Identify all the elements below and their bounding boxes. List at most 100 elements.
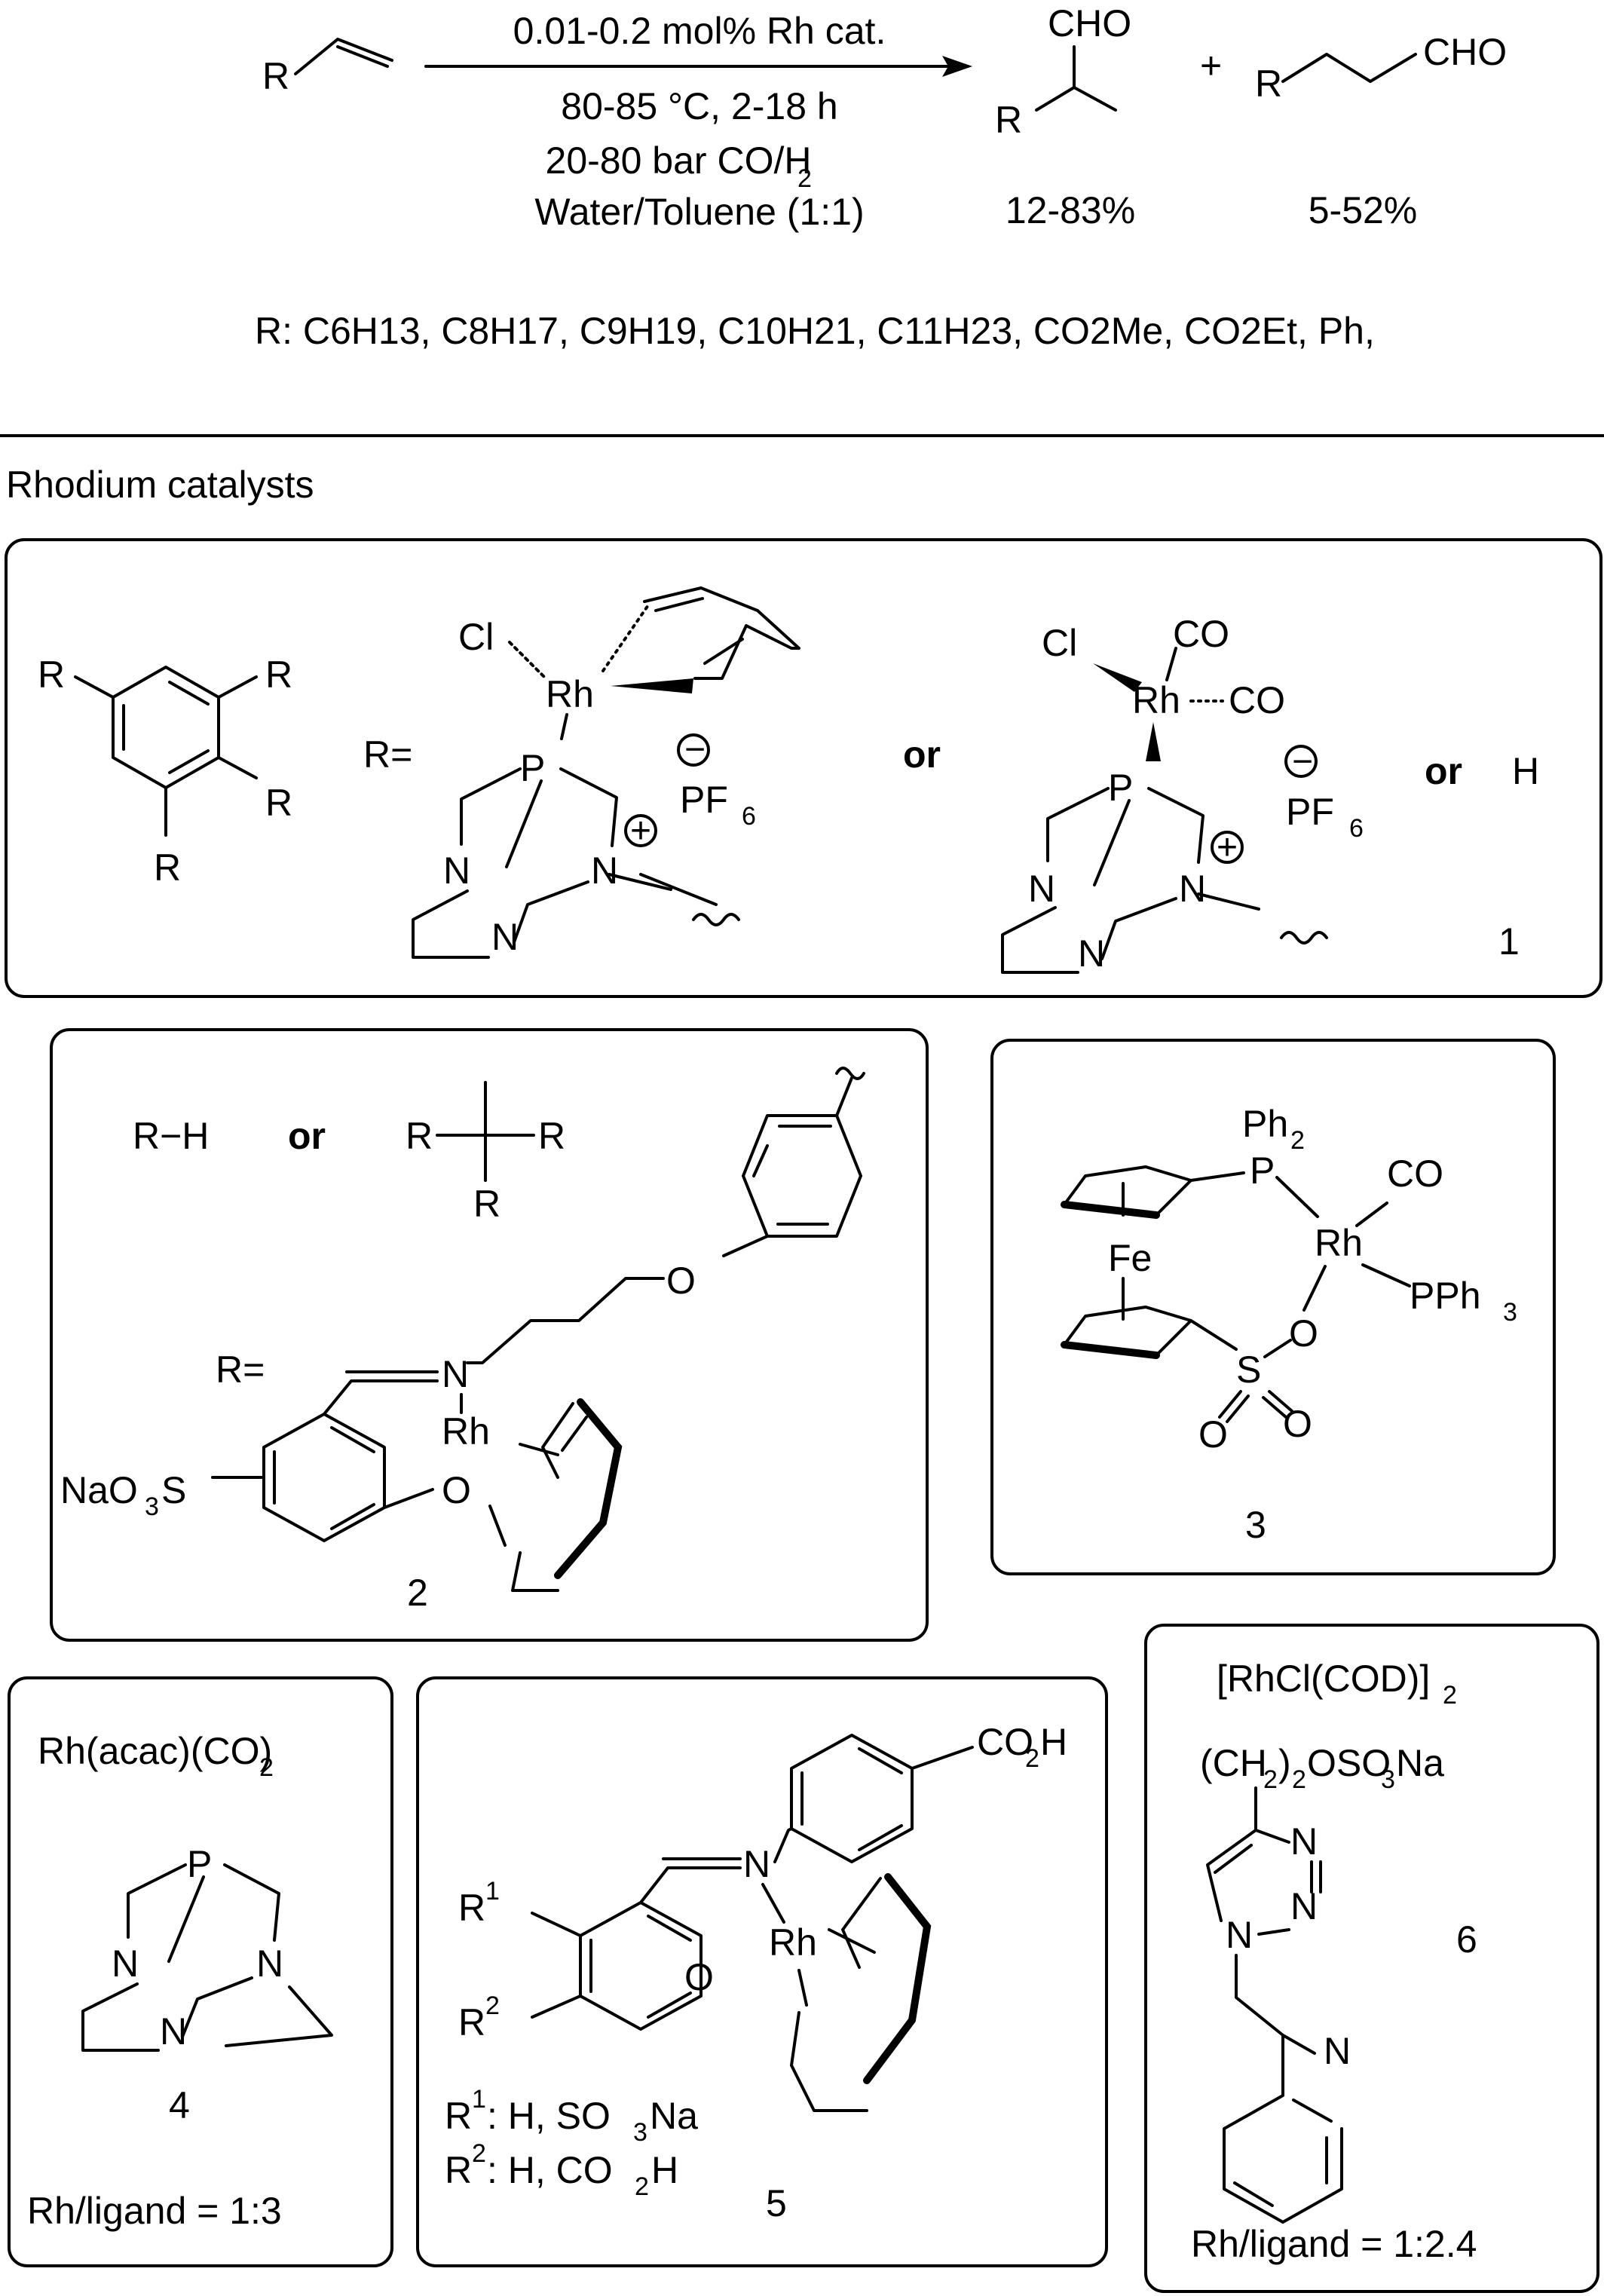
imine-nitrogen: N [442,1353,469,1395]
anion-minus-2: − [1292,742,1313,782]
ratio-cat6: Rh/ligand = 1:2.4 [1191,2223,1477,2265]
phosphorus-label-cat4: P [187,1843,212,1885]
tripodal-r-right: R [538,1115,565,1157]
rh-cl-wedge-2 [1093,663,1142,692]
ratio-cat4: Rh/ligand = 1:3 [27,2190,282,2232]
methylene-linker [1235,1954,1284,2037]
catalyst-5-box [416,1676,1108,2267]
carbonyl-label-2a: CO [1173,613,1229,655]
phenolate-oxygen-cat5: O [684,1956,714,1998]
branched-cho-label: CHO [1048,2,1131,44]
anion-charge-2 [1284,745,1318,778]
triazole-n-bonds [1257,1860,1322,1936]
pf6-subscript-2: 6 [1349,814,1364,843]
conditions-pressure: 20-80 bar CO/H [546,139,812,182]
r-group-list: R: C6H13, C8H17, C9H19, C10H21, C11H23, … [255,310,1375,352]
n-rh-bond-cat5 [761,1883,785,1924]
catalyst-3-panel: Ph 2 P Rh CO PPh 3 O Fe S O O 3 [990,1039,1556,1575]
triazole-ring [1206,1786,1290,1922]
benzene-r-4: R [154,846,181,889]
catalyst-5-panel: CO 2 H N Rh O R 1 R 2 R 1 : H, SO 3 Na R… [416,1676,1108,2267]
r2-legend-subscript: 2 [635,2172,649,2201]
rh-cod-bonds-cat5 [797,1928,876,2007]
phosphorus-label-cat3: P [1250,1150,1275,1192]
aniline-bond [773,1827,793,1863]
rh-p-bond-1 [560,713,568,740]
wavy-bond-2 [1280,931,1328,944]
imine-nitrogen-cat5: N [743,1843,770,1885]
pta-cage-bonds-1 [412,767,672,959]
benzene-substituent-bonds [74,675,258,837]
section-title: Rhodium catalysts [6,464,314,506]
iron-label: Fe [1108,1237,1152,1279]
plus-sign: + [1200,44,1222,87]
catalyst-6-panel: [RhCl(COD)] 2 (CH 2 ) 2 OSO 3 Na N N N N… [1144,1624,1599,2293]
r2-legend-superscript: 2 [472,2139,486,2168]
carbonyl-label-cat3: CO [1387,1153,1443,1195]
cod-double-bonds-1 [654,597,744,665]
catalyst-2-box [50,1028,929,1642]
benzoic-ring [790,1734,914,1863]
chain-part-d: Na [1396,1742,1444,1784]
rh-acac-co-label: Rh(acac)(CO) [38,1730,272,1772]
r-h-label: R−H [133,1115,209,1157]
branched-r-label: R [995,99,1022,141]
catalyst-6-number: 6 [1456,1918,1477,1961]
nitrogen-4b: N [256,1942,283,1985]
benzene-r-3: R [265,782,292,824]
r-equals-label: R= [363,733,412,776]
imine-bonds [323,1370,439,1416]
carboxyl-h-top: H [1040,1721,1067,1763]
catalyst-3-box [990,1039,1556,1575]
pta-cage-bonds-cat4 [81,1863,280,2052]
pph3-label: PPh [1410,1275,1481,1317]
carboxyl-label-top: CO [977,1721,1033,1763]
pta-cage-bonds-cat4b [225,1985,333,2047]
sulfonyl-bonds [1218,1339,1293,1423]
or-label-2: or [1425,750,1462,792]
rhodium-label-cat2: Rh [442,1410,490,1453]
rhodium-label-1: Rh [546,673,594,715]
yield-branched: 12-83% [1006,189,1135,231]
sulfur-label-cat3: S [1236,1349,1261,1391]
wavy-bond-1 [692,913,740,926]
carboxyl-subscript-top: 2 [1025,1744,1039,1773]
conditions-solvent: Water/Toluene (1:1) [534,191,864,233]
rhodium-label-cat3: Rh [1315,1222,1363,1264]
chloride-label-1: Cl [458,616,494,658]
ph2-subscript: 2 [1290,1126,1305,1155]
propyl-chain [466,1277,665,1364]
sulfur-label: S [161,1469,186,1511]
chain-sub-b: 2 [1292,1765,1306,1794]
rh-pph3-bond [1361,1263,1411,1287]
p-rh-bond [1275,1176,1319,1218]
r1-legend-superscript: 1 [472,2085,486,2114]
catalyst-4-box [8,1676,393,2267]
benzene-ring [112,666,220,789]
rh-p-wedge-2 [1146,722,1161,761]
pyridine-nitrogen: N [1324,2030,1351,2072]
or-label-cat2: or [288,1115,326,1157]
nitrogen-2c: N [1078,932,1105,975]
catalyst-5-number: 5 [766,2182,787,2224]
benzene-r-2: R [265,654,292,696]
catalyst-4-panel: Rh(acac)(CO) 2 P N N N 4 Rh/ligand = 1:3 [8,1676,393,2267]
sulfonyl-oxygen-2: O [1283,1403,1312,1445]
cod-ring-cat2 [511,1402,588,1592]
r2-legend-r: R [445,2149,472,2191]
cation-plus-2: + [1217,828,1238,868]
branched-bonds [1035,45,1117,112]
linear-bonds [1281,53,1417,83]
nitrogen-1c: N [491,916,519,958]
r2-label-ring: R [458,2001,485,2043]
pyridine-ring [1223,2034,1343,2224]
cp-lower-bold [1061,1341,1160,1359]
cation-plus-1: + [630,811,651,851]
cod-bold-edge-cat2 [554,1398,623,1579]
cp-lower-ring [1063,1306,1238,1357]
catalyst-6-box [1144,1624,1599,2293]
rh-cl-hashed-bond-1 [508,641,547,680]
substrate-r-label: R [262,55,289,97]
chain-part-c: OSO [1307,1742,1391,1784]
r1-label-ring: R [458,1887,485,1929]
